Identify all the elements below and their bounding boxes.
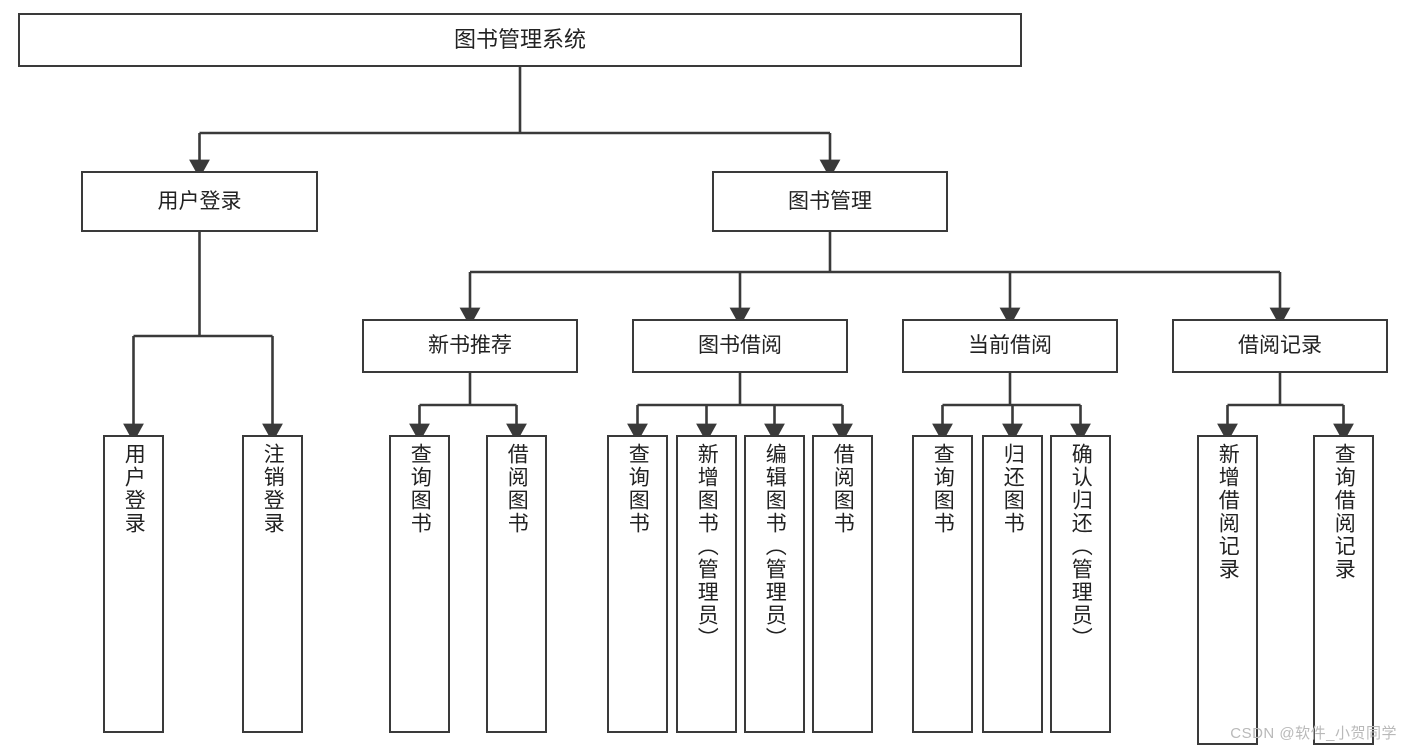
node-login[interactable]: 用户登录 (81, 171, 318, 232)
node-l7[interactable]: 编辑图书（管理员） (744, 435, 805, 733)
node-label: 借阅图书 (831, 443, 855, 535)
node-l8[interactable]: 借阅图书 (812, 435, 873, 733)
node-root[interactable]: 图书管理系统 (18, 13, 1022, 67)
node-records[interactable]: 借阅记录 (1172, 319, 1388, 373)
node-label: 新书推荐 (428, 334, 512, 358)
node-label: 图书借阅 (698, 334, 782, 358)
node-l3[interactable]: 查询图书 (389, 435, 450, 733)
node-label: 图书管理系统 (453, 26, 586, 52)
node-label: 查询图书 (408, 443, 432, 535)
node-label: 查询图书 (626, 443, 650, 535)
node-label: 编辑图书（管理员） (763, 443, 787, 650)
node-label: 借阅记录 (1238, 334, 1322, 358)
node-l13[interactable]: 查询借阅记录 (1313, 435, 1374, 745)
node-label: 当前借阅 (968, 334, 1052, 358)
node-l6[interactable]: 新增图书（管理员） (676, 435, 737, 733)
node-label: 确认归还（管理员） (1069, 443, 1093, 650)
node-label: 注销登录 (261, 443, 285, 535)
node-label: 用户登录 (157, 189, 242, 213)
node-l5[interactable]: 查询图书 (607, 435, 668, 733)
node-newbook[interactable]: 新书推荐 (362, 319, 578, 373)
node-l11[interactable]: 确认归还（管理员） (1050, 435, 1111, 733)
node-bookmgmt[interactable]: 图书管理 (712, 171, 948, 232)
node-l10[interactable]: 归还图书 (982, 435, 1043, 733)
node-borrow[interactable]: 图书借阅 (632, 319, 848, 373)
node-l9[interactable]: 查询图书 (912, 435, 973, 733)
node-label: 查询图书 (931, 443, 955, 535)
node-label: 用户登录 (122, 443, 146, 535)
node-label: 图书管理 (788, 189, 872, 213)
node-label: 新增借阅记录 (1216, 443, 1240, 581)
node-label: 归还图书 (1001, 443, 1025, 535)
node-label: 新增图书（管理员） (695, 443, 719, 650)
node-l4[interactable]: 借阅图书 (486, 435, 547, 733)
watermark: CSDN @软件_小贺同学 (1230, 725, 1397, 742)
node-l2[interactable]: 注销登录 (242, 435, 303, 733)
node-current[interactable]: 当前借阅 (902, 319, 1118, 373)
node-l1[interactable]: 用户登录 (103, 435, 164, 733)
node-label: 借阅图书 (505, 443, 529, 535)
node-label: 查询借阅记录 (1332, 443, 1356, 581)
node-l12[interactable]: 新增借阅记录 (1197, 435, 1258, 745)
